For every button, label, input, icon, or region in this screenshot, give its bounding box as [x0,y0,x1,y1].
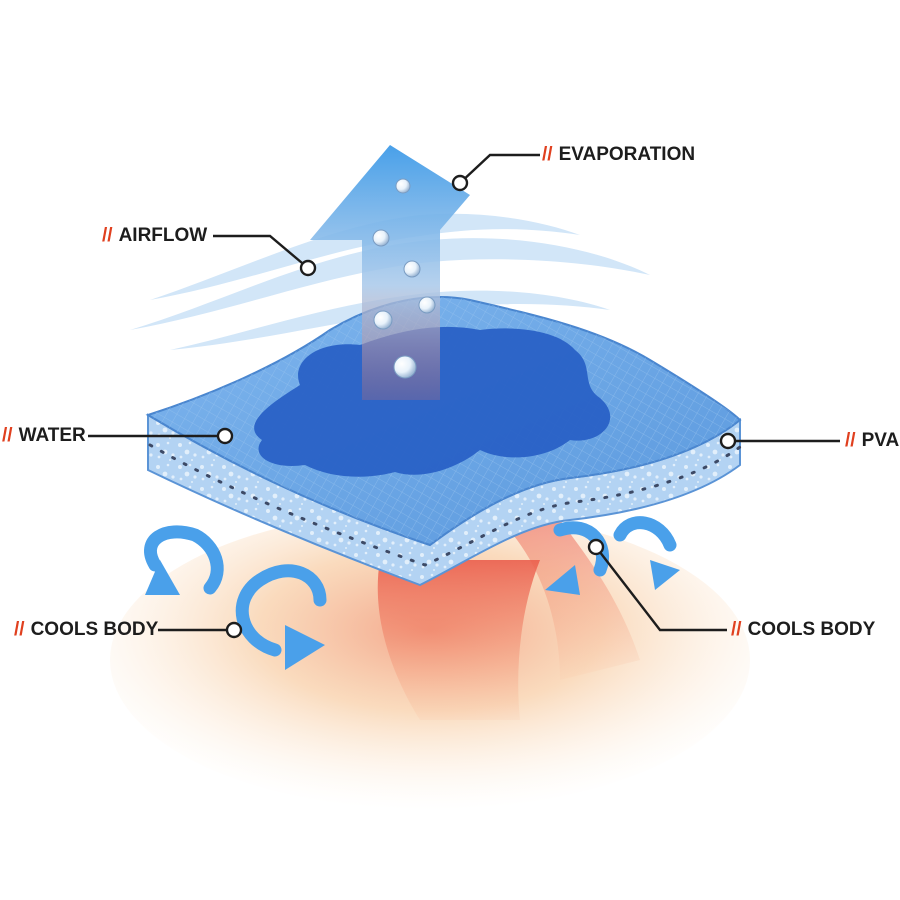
label-airflow-text: AIRFLOW [118,225,208,246]
label-cools-body-left-text: COOLS BODY [30,619,159,640]
label-prefix: // [845,430,856,451]
label-water-text: WATER [18,425,86,446]
evaporation-arrow-icon [310,145,470,400]
label-water: //WATER [2,424,86,448]
leader-lines [88,153,840,632]
label-prefix: // [14,619,25,640]
label-airflow: //AIRFLOW [102,224,207,248]
label-cools-body-right-text: COOLS BODY [747,619,876,640]
label-cools-body-left: //COOLS BODY [14,618,158,642]
label-pva-text: PVA [861,430,900,451]
body-heat-column [500,520,640,680]
body-heat-column [377,560,540,720]
label-pva: //PVA [845,429,899,453]
leader-markers [216,174,737,639]
label-evaporation-text: EVAPORATION [558,144,696,165]
water-droplet-icon [372,178,436,379]
label-prefix: // [2,425,13,446]
circular-flow-arrow-icon [144,516,677,657]
label-evaporation: //EVAPORATION [542,143,695,167]
water-pool [254,326,611,477]
label-cools-body-right: //COOLS BODY [731,618,875,642]
label-prefix: // [542,144,553,165]
label-prefix: // [102,225,113,246]
label-prefix: // [731,619,742,640]
circular-flow-arrow-icon [145,560,680,670]
